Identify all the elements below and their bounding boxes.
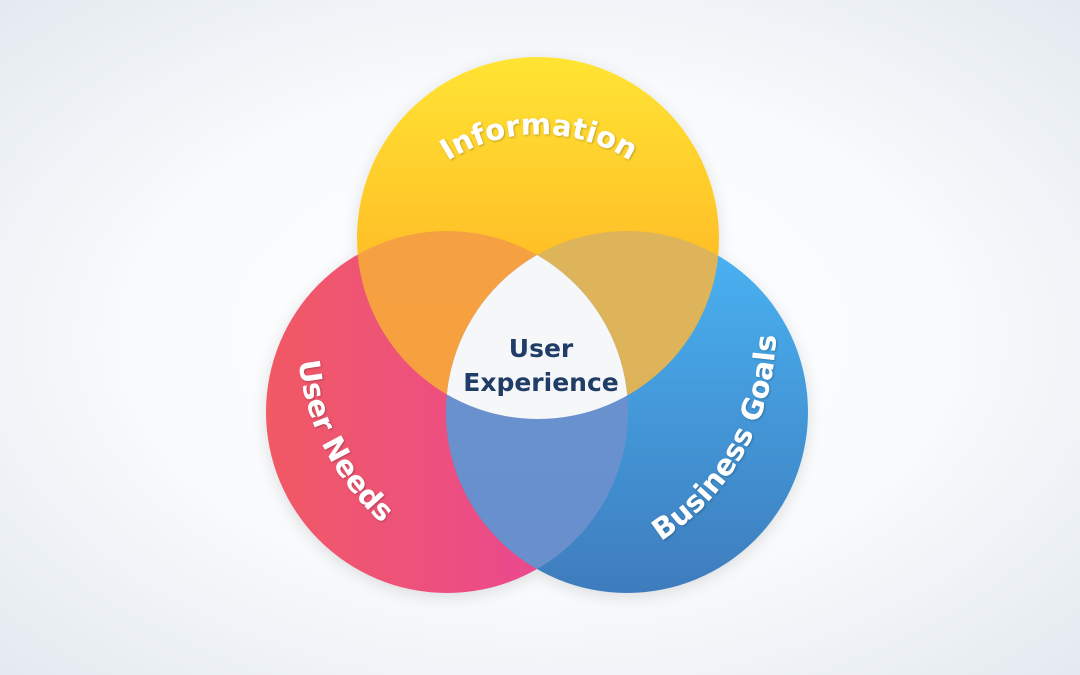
center-label-line1: User [509, 334, 574, 363]
center-label-line2: Experience [463, 368, 618, 397]
